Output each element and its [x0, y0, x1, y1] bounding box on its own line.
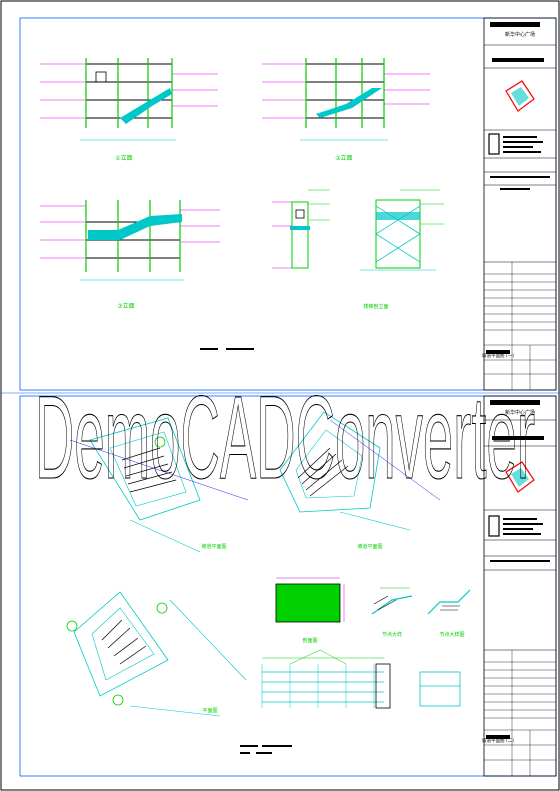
key-plan-icon-1 — [505, 80, 535, 112]
section-c-drawing: 节点大样 — [371, 587, 413, 638]
plan-3-label: 平面图 — [202, 708, 217, 714]
plan-1-label: 坡道平面图 — [201, 543, 226, 550]
elevation-3-label: ③立面 — [117, 302, 134, 310]
plan-2-drawing: 坡道平面图 — [279, 411, 441, 550]
title-block-2-drawing-title: 坡道平面图 (二) — [482, 737, 514, 744]
section-a-drawing — [272, 189, 330, 269]
section-b-label: 剖面图 — [302, 637, 317, 644]
long-elevation-drawing — [261, 649, 461, 709]
plan-1-drawing: 坡道平面图 — [69, 417, 249, 553]
key-plan-icon-2 — [505, 461, 535, 493]
detail-d-drawing: 节点大样图 — [427, 589, 471, 638]
elevation-1-drawing: ①立面 — [40, 58, 218, 162]
plan-3-drawing: 平面图 — [66, 591, 247, 717]
title-block-1: 新华中心广场 坡道平面图 (一) — [482, 17, 557, 391]
node-detail-label: 楼梯剖立面 — [363, 303, 388, 310]
elevation-2-drawing: ②立面 — [262, 58, 430, 162]
title-block-2: 新华中心广场 坡道平面图 (二) — [482, 395, 557, 777]
section-b-drawing: 剖面图 — [275, 577, 345, 644]
section-c-label: 节点大样 — [382, 631, 402, 638]
detail-d-label: 节点大样图 — [439, 631, 464, 638]
plan-2-label: 坡道平面图 — [357, 543, 382, 550]
elevation-2-label: ②立面 — [335, 154, 352, 162]
elevation-1-label: ①立面 — [115, 154, 132, 162]
title-block-1-drawing-title: 坡道平面图 (一) — [482, 352, 514, 359]
title-block-2-project: 新华中心广场 — [505, 409, 535, 416]
sheet-1-frame — [19, 17, 557, 391]
elevation-3-drawing: ③立面 — [40, 200, 220, 310]
legend-notes — [200, 348, 292, 754]
node-detail-drawing: 楼梯剖立面 — [360, 189, 444, 310]
title-block-1-project: 新华中心广场 — [505, 31, 535, 38]
